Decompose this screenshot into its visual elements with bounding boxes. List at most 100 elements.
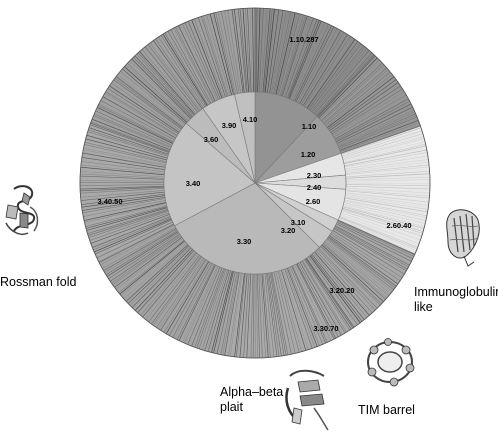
domain-divider-line <box>271 10 287 94</box>
domain-divider-line <box>94 218 172 253</box>
domain-divider-line <box>239 8 248 93</box>
domain-divider-line <box>134 55 193 118</box>
domain-divider-line <box>298 262 339 337</box>
domain-divider-line <box>149 42 201 111</box>
domain-divider-line <box>85 206 168 229</box>
domain-divider-line <box>88 211 169 238</box>
domain-divider-line <box>344 149 427 167</box>
domain-divider-line <box>272 11 289 94</box>
domain-divider-line <box>345 164 430 174</box>
domain-divider-line <box>222 272 239 356</box>
domain-divider-line <box>131 247 192 308</box>
domain-divider-line <box>306 257 355 328</box>
domain-divider-line <box>306 39 356 109</box>
domain-divider-line <box>85 205 167 227</box>
domain-divider-line <box>345 161 429 173</box>
domain-divider-line <box>80 190 165 198</box>
domain-divider-line <box>108 232 179 279</box>
domain-divider-line <box>345 187 430 194</box>
domain-divider-line <box>337 109 415 146</box>
domain-divider-line <box>294 25 332 102</box>
domain-divider-line <box>160 259 207 331</box>
domain-divider-line <box>86 134 168 159</box>
domain-divider-line <box>340 125 421 154</box>
domain-divider-line <box>164 32 209 106</box>
domain-divider-line <box>158 258 206 330</box>
domain-divider-line <box>345 189 430 197</box>
domain-divider-line <box>148 255 200 323</box>
domain-divider-line <box>341 210 422 237</box>
domain-divider-line <box>302 260 347 333</box>
domain-divider-line <box>336 223 412 262</box>
domain-divider-line <box>319 246 381 306</box>
domain-divider-line <box>112 235 182 285</box>
domain-divider-line <box>215 12 235 95</box>
domain-divider-line <box>80 191 165 201</box>
domain-divider-line <box>264 9 275 93</box>
domain-divider-line <box>84 203 167 223</box>
domain-divider-line <box>325 240 391 294</box>
inner-label-3-60: 3.60 <box>204 135 219 144</box>
immunoglobulin-like-structure-icon <box>446 209 480 267</box>
domain-divider-line <box>204 270 230 351</box>
domain-divider-line <box>324 69 389 125</box>
domain-divider-line <box>275 12 296 95</box>
domain-divider-line <box>343 144 426 164</box>
domain-divider-line <box>339 216 418 248</box>
domain-divider-line <box>281 15 306 96</box>
inner-label-3-40: 3.40 <box>186 179 201 188</box>
domain-divider-line <box>102 96 176 139</box>
domain-divider-line <box>274 12 293 95</box>
domain-divider-line <box>344 199 427 217</box>
domain-divider-line <box>152 256 203 326</box>
domain-divider-line <box>80 186 165 192</box>
domain-divider-line <box>100 225 175 265</box>
domain-divider-line <box>230 273 243 357</box>
domain-divider-line <box>310 43 362 111</box>
domain-divider-line <box>264 273 275 357</box>
domain-divider-line <box>252 8 255 93</box>
domain-divider-line <box>328 79 397 130</box>
domain-divider-line <box>83 149 166 166</box>
domain-divider-line <box>262 273 271 358</box>
domain-divider-line <box>80 173 165 179</box>
domain-divider-line <box>322 243 386 300</box>
domain-divider-line <box>315 52 373 116</box>
domain-divider-line <box>340 122 420 152</box>
domain-divider-line <box>252 273 255 358</box>
domain-divider-line <box>104 92 178 137</box>
domain-divider-line <box>326 239 393 292</box>
domain-divider-line <box>345 158 429 172</box>
domain-divider-line <box>147 44 200 112</box>
domain-divider-line <box>175 26 214 103</box>
domain-divider-line <box>224 10 240 94</box>
inner-segment-3-40 <box>163 122 256 227</box>
domain-divider-line <box>93 115 172 149</box>
domain-divider-line <box>94 113 172 148</box>
domain-divider-line <box>169 262 211 336</box>
domain-divider-line <box>342 208 423 234</box>
domain-divider-line <box>339 216 418 250</box>
domain-divider-line <box>345 194 429 206</box>
domain-divider-line <box>288 20 320 99</box>
domain-divider-line <box>334 227 408 270</box>
domain-divider-line <box>115 238 183 290</box>
domain-divider-line <box>261 273 269 358</box>
domain-divider-line <box>89 124 170 154</box>
domain-divider-line <box>335 100 410 141</box>
domain-divider-line <box>332 91 405 136</box>
domain-divider-line <box>290 266 324 345</box>
domain-divider-line <box>119 240 185 295</box>
domain-divider-line <box>137 250 195 313</box>
fold-label-immunoglobulin-like: Immunoglobulin like <box>414 285 498 314</box>
domain-divider-line <box>114 77 183 129</box>
domain-divider-line <box>216 271 236 354</box>
domain-divider-line <box>105 230 178 275</box>
domain-divider-line <box>316 53 374 117</box>
domain-divider-line <box>341 130 423 157</box>
domain-divider-line <box>326 74 393 127</box>
domain-divider-line <box>345 179 430 182</box>
domain-divider-line <box>344 152 428 168</box>
tim-barrel-structure-icon <box>367 338 415 387</box>
inner-label-3-20: 3.20 <box>281 226 296 235</box>
